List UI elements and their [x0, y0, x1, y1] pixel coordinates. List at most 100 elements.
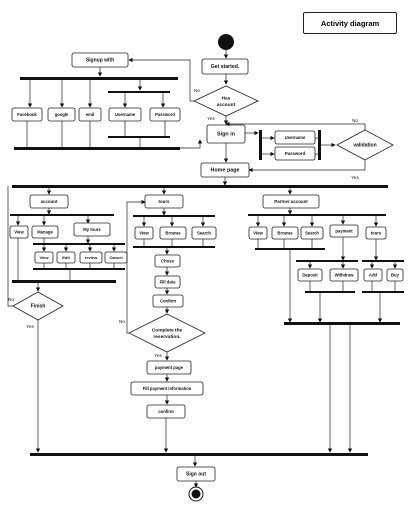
- buy-box-label: Buy: [391, 272, 400, 277]
- guard-no-reservation: No: [119, 319, 125, 324]
- get-started-box-label: Get started.: [211, 64, 240, 70]
- flow-finish-no: [7, 186, 13, 307]
- password-signup-box-label: Password: [155, 112, 175, 117]
- username-signup-box-label: Username: [115, 112, 136, 117]
- flow-reservation-no: [126, 199, 146, 334]
- partner-fork-bar: [248, 214, 386, 216]
- account-fork-bar: [10, 214, 114, 216]
- finish-decision-label: Finish: [31, 304, 46, 310]
- tours-partner-box-label: tours: [371, 230, 382, 235]
- get-started-box: [201, 58, 249, 75]
- tours-box-label: tours: [159, 199, 171, 204]
- sign-out-box-label: Sign out: [186, 472, 206, 478]
- search-partner-box-label: Search: [305, 230, 319, 235]
- validation-decision-label: validation: [353, 143, 376, 149]
- guard-no-account: No: [194, 88, 200, 93]
- fill-data-box: [154, 275, 181, 289]
- chose-box: [154, 254, 181, 268]
- view-account-box-label: View: [14, 229, 24, 234]
- add-box: [363, 268, 383, 282]
- complete-reservation-decision-label-2: reservation.: [153, 334, 180, 340]
- google-box: [47, 107, 76, 122]
- tours-partner-join-bar: [362, 291, 404, 293]
- signup-join-bar: [14, 147, 180, 150]
- signin-fork-bar: [259, 130, 262, 160]
- my-tours-box-label: My tours: [83, 227, 101, 232]
- cancel-box-label: Cancel: [109, 255, 122, 260]
- guard-yes-reservation: Yes: [154, 353, 162, 358]
- my-tours-box: [73, 222, 111, 237]
- has-account-decision-label-1: Has: [222, 95, 231, 101]
- guard-yes-finish: Yes: [26, 324, 34, 329]
- view-tours-box-label: View: [139, 230, 149, 235]
- home-fork-bar: [12, 185, 388, 188]
- view-sub-box-label: View: [39, 255, 49, 260]
- payment-fork-bar: [296, 260, 358, 262]
- tours-partner-fork-bar: [362, 260, 404, 262]
- manage-box-label: Manage: [37, 229, 53, 234]
- mytours-join-bar: [33, 268, 125, 270]
- diagram-title: Activity diagram: [303, 12, 397, 34]
- credentials-fork-bar: [108, 91, 170, 93]
- confirm-tours-box: [152, 294, 184, 308]
- partner-final-join-bar: [284, 322, 400, 325]
- end-node-inner: [191, 489, 201, 499]
- partner-account-box: [262, 194, 320, 209]
- guard-no-validation: No: [352, 118, 358, 123]
- signin-join-bar: [318, 130, 321, 160]
- password-signin-box-label: Password: [285, 151, 306, 156]
- flow-signup-to-signin: [180, 139, 203, 149]
- username-signin-box: [274, 130, 316, 145]
- view-account-box: [9, 225, 29, 239]
- signup-with-box-label: Signup with: [86, 58, 114, 64]
- guard-yes-account: Yes: [207, 116, 215, 121]
- home-page-box-label: Home page: [210, 168, 239, 174]
- flow-validation-yes: [248, 160, 366, 173]
- browse-partner-box: [271, 226, 299, 240]
- facebook-box-label: Facebook: [17, 112, 37, 117]
- final-join-bar: [30, 453, 368, 456]
- google-box-label: google: [55, 112, 69, 117]
- has-account-decision-label-2: account: [217, 102, 236, 108]
- complete-reservation-decision-label-1: Complete the: [152, 327, 183, 333]
- credentials-join-bar: [108, 136, 170, 138]
- flow-validation-no: [225, 121, 366, 130]
- withdraw-box-label: Withdraw: [335, 272, 355, 277]
- payment-box-label: payment: [335, 228, 353, 233]
- deposit-box-label: Deposit: [302, 272, 318, 277]
- browse-tours-box: [159, 226, 187, 240]
- add-box-label: Add: [369, 272, 378, 277]
- edit-box-label: Edit: [62, 255, 70, 260]
- partner-account-box-label: Partner account: [274, 199, 308, 204]
- browse-tours-box-label: Browse: [165, 230, 181, 235]
- payment-join-bar: [305, 291, 355, 293]
- payment-page-box: [146, 360, 192, 375]
- email-box-label: emil: [86, 112, 94, 117]
- search-tours-box-label: Search: [197, 230, 211, 235]
- confirm-final-box-label: confirm: [158, 409, 174, 414]
- mytours-fork-bar: [33, 243, 125, 245]
- withdraw-box: [329, 268, 359, 282]
- review-box-label: review: [85, 255, 98, 260]
- username-signin-box-label: Username: [285, 135, 306, 140]
- partner-join-bar: [255, 248, 325, 250]
- fill-data-box-label: Fill data: [160, 279, 176, 284]
- review-box: [79, 251, 103, 264]
- payment-box: [329, 224, 359, 238]
- account-join-bar: [12, 280, 116, 283]
- start-node: [218, 34, 234, 50]
- guard-no-finish: No: [8, 297, 14, 302]
- fill-payment-box-label: Fill payment information: [143, 386, 192, 391]
- payment-page-box-label: payment page: [155, 365, 184, 370]
- manage-box: [31, 225, 59, 239]
- chose-box-label: Chose: [161, 258, 174, 263]
- password-signin-box: [274, 146, 316, 161]
- search-tours-box: [191, 226, 217, 240]
- account-box-label: account: [41, 199, 58, 204]
- guard-yes-validation: Yes: [351, 175, 359, 180]
- browse-partner-box-label: Browse: [277, 230, 293, 235]
- confirm-tours-box-label: Confirm: [160, 298, 176, 303]
- signup-fork-bar: [20, 77, 178, 80]
